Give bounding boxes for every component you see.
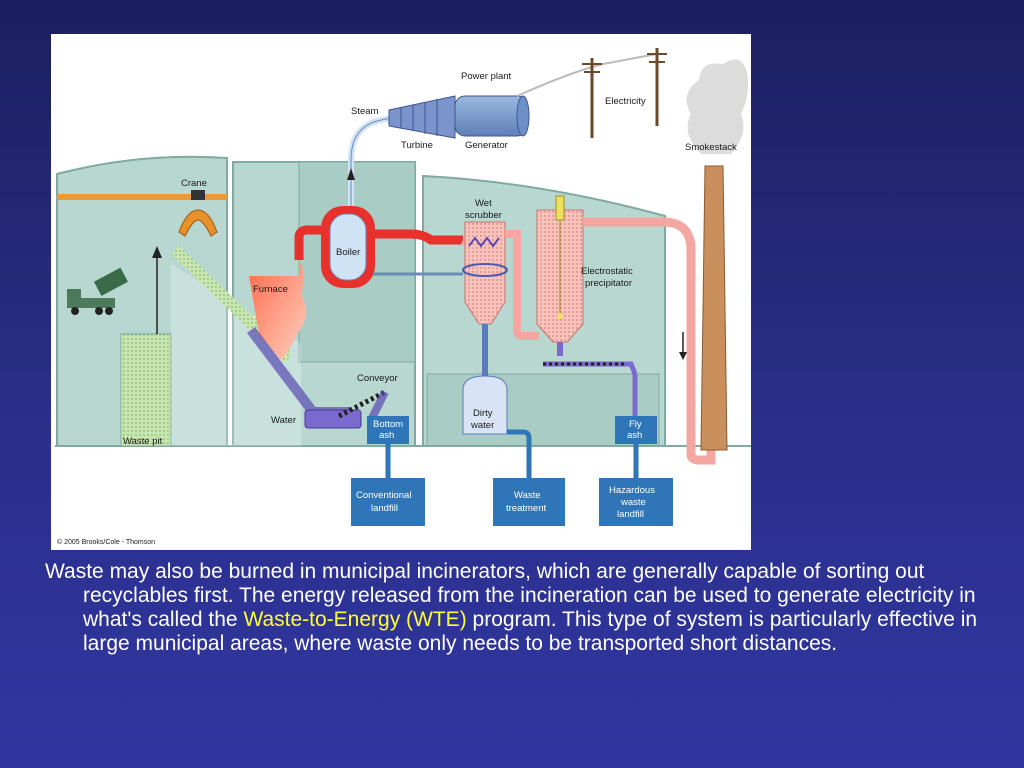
flue-pipe	[583, 210, 716, 465]
dirty-water-label-2: water	[470, 420, 494, 431]
truck-icon	[67, 267, 128, 315]
fly-ash-label: Fly	[629, 419, 642, 430]
power-line	[516, 53, 658, 97]
power-pole-icon	[582, 48, 667, 138]
turbine-label: Turbine	[401, 140, 433, 151]
bottom-ash-label: Bottom	[373, 419, 403, 430]
waste-treatment-label-2: treatment	[506, 503, 546, 514]
smokestack	[700, 165, 728, 451]
waste-treatment-label: Waste	[514, 490, 541, 501]
conventional-landfill-label: Conventional	[356, 490, 411, 501]
bottom-ash-label-2: ash	[379, 430, 394, 441]
furnace-label: Furnace	[253, 284, 288, 295]
waste-treatment-box	[493, 478, 565, 526]
wet-scrubber-label-2: scrubber	[465, 210, 502, 221]
incinerator-diagram: Power plant Electricity Steam Turbine Ge…	[51, 34, 751, 550]
turbine	[388, 95, 456, 139]
caption-highlight: Waste-to-Energy (WTE)	[243, 608, 467, 631]
steam-label: Steam	[351, 106, 379, 117]
water-label: Water	[271, 415, 296, 426]
hazardous-landfill-box	[599, 478, 673, 526]
diagram-svg: Power plant Electricity Steam Turbine Ge…	[55, 48, 751, 546]
wet-scrubber-label: Wet	[475, 198, 492, 209]
hazardous-label-3: landfill	[617, 509, 644, 520]
caption-part1: Waste may also be burned in municipal in…	[45, 560, 976, 631]
copyright-label: © 2005 Brooks/Cole - Thomson	[57, 538, 155, 546]
hazardous-label-2: waste	[620, 497, 646, 508]
boiler-label: Boiler	[336, 247, 360, 258]
generator	[454, 95, 528, 137]
dirty-water-tank	[462, 375, 508, 435]
hot-pipe	[294, 225, 325, 260]
crane-icon	[178, 190, 218, 237]
bottom-ash-box	[367, 416, 409, 444]
fly-ash-box	[615, 416, 657, 444]
generator-label: Generator	[465, 140, 508, 151]
crane-rail	[57, 194, 227, 200]
waste-pit-label: Waste pit	[123, 436, 163, 447]
caption-text: Waste may also be burned in municipal in…	[45, 560, 1005, 656]
precipitator-label: precipitator	[585, 278, 632, 289]
crane-label: Crane	[181, 178, 207, 189]
furnace-fire	[249, 260, 307, 360]
electricity-label: Electricity	[605, 96, 646, 107]
conventional-landfill-box	[351, 478, 425, 526]
conveyor-label: Conveyor	[357, 373, 398, 384]
power-plant-label: Power plant	[461, 71, 512, 82]
smoke	[686, 59, 749, 154]
conventional-landfill-label-2: landfill	[371, 503, 398, 514]
hazardous-label: Hazardous	[609, 485, 655, 496]
conveyor-belt	[337, 389, 387, 419]
wet-scrubber	[464, 221, 506, 325]
dirty-water-label: Dirty	[473, 408, 493, 419]
fly-ash-label-2: ash	[627, 430, 642, 441]
smokestack-label: Smokestack	[685, 142, 737, 153]
electrostatic-label: Electrostatic	[581, 266, 633, 277]
waste-pit	[120, 333, 172, 447]
caption-part2: program. This type of system is particul…	[83, 608, 978, 655]
